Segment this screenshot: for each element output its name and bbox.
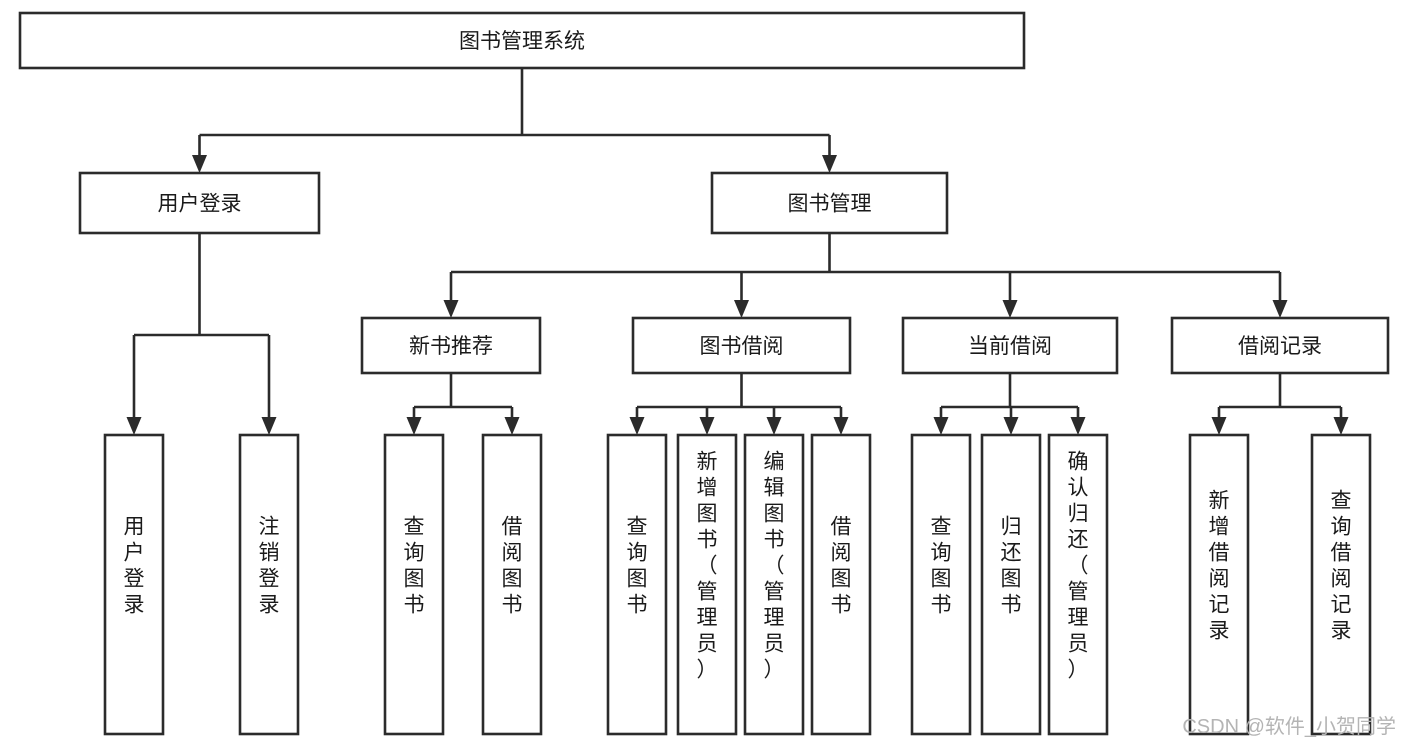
node-leaf-add-book[interactable]: 新增图书（管理员）: [676, 433, 738, 736]
arrow-head-icon: [126, 417, 142, 435]
arrow-head-icon: [822, 155, 837, 173]
node-label: 查询借阅记录: [1331, 490, 1352, 643]
watermark: CSDN @软件_小贺同学: [1182, 715, 1396, 738]
node-label: 用户登录: [158, 193, 242, 216]
connector-group: [443, 233, 1288, 318]
node-label: 归还图书: [1001, 516, 1022, 617]
node-box[interactable]: [980, 433, 1042, 736]
arrow-head-icon: [261, 417, 277, 435]
node-leaf-confirm-return[interactable]: 确认归还（管理员）: [1047, 433, 1109, 736]
node-label: 注销登录: [259, 516, 280, 617]
connector-group: [933, 373, 1086, 435]
node-box[interactable]: [1047, 433, 1109, 736]
nodes-layer: 图书管理系统用户登录图书管理新书推荐图书借阅当前借阅借阅记录用户登录注销登录查询…: [18, 11, 1390, 736]
node-leaf-query-book-1[interactable]: 查询图书: [383, 433, 445, 736]
node-book-manage[interactable]: 图书管理: [710, 171, 949, 235]
node-borrow-record[interactable]: 借阅记录: [1170, 316, 1390, 375]
node-leaf-query-book-3[interactable]: 查询图书: [910, 433, 972, 736]
connector-group: [406, 373, 520, 435]
node-leaf-query-record[interactable]: 查询借阅记录: [1310, 433, 1372, 736]
node-root[interactable]: 图书管理系统: [18, 11, 1026, 70]
node-leaf-borrow-book-2[interactable]: 借阅图书: [810, 433, 872, 736]
node-box[interactable]: [631, 316, 852, 375]
node-box[interactable]: [606, 433, 668, 736]
node-label: 查询图书: [627, 516, 648, 617]
node-label: 图书管理: [788, 193, 872, 216]
node-leaf-query-book-2[interactable]: 查询图书: [606, 433, 668, 736]
node-box[interactable]: [1188, 433, 1250, 736]
node-new-book-recommend[interactable]: 新书推荐: [360, 316, 542, 375]
node-box[interactable]: [383, 433, 445, 736]
arrow-head-icon: [1002, 300, 1018, 318]
arrow-head-icon: [734, 300, 749, 318]
arrow-head-icon: [443, 300, 459, 318]
arrow-head-icon: [933, 417, 949, 435]
node-label: 借阅图书: [502, 516, 523, 617]
node-box[interactable]: [910, 433, 972, 736]
arrow-head-icon: [1003, 417, 1019, 435]
connectors-layer: [126, 68, 1349, 435]
node-user-login[interactable]: 用户登录: [78, 171, 321, 235]
node-box[interactable]: [1310, 433, 1372, 736]
node-box[interactable]: [481, 433, 543, 736]
node-leaf-borrow-book-1[interactable]: 借阅图书: [481, 433, 543, 736]
arrow-head-icon: [833, 417, 849, 435]
node-box[interactable]: [360, 316, 542, 375]
node-box[interactable]: [810, 433, 872, 736]
connector-group: [629, 373, 849, 435]
arrow-head-icon: [1211, 417, 1227, 435]
connector-group: [126, 233, 277, 435]
arrow-head-icon: [192, 155, 207, 173]
node-current-borrow[interactable]: 当前借阅: [901, 316, 1119, 375]
node-label: 查询图书: [931, 516, 952, 617]
node-box[interactable]: [78, 171, 321, 235]
node-box[interactable]: [238, 433, 300, 736]
node-label: 确认归还（管理员）: [1068, 451, 1089, 682]
node-label: 图书借阅: [700, 335, 784, 358]
node-label: 图书管理系统: [459, 30, 585, 53]
node-box[interactable]: [103, 433, 165, 736]
node-box[interactable]: [710, 171, 949, 235]
node-label: 新增借阅记录: [1209, 490, 1230, 643]
arrow-head-icon: [406, 417, 422, 435]
node-leaf-edit-book[interactable]: 编辑图书（管理员）: [743, 433, 805, 736]
node-label: 新增图书（管理员）: [697, 451, 718, 682]
node-box[interactable]: [743, 433, 805, 736]
node-book-borrow[interactable]: 图书借阅: [631, 316, 852, 375]
node-label: 当前借阅: [968, 335, 1052, 358]
node-box[interactable]: [1170, 316, 1390, 375]
node-box[interactable]: [18, 11, 1026, 70]
node-leaf-logout[interactable]: 注销登录: [238, 433, 300, 736]
arrow-head-icon: [504, 417, 520, 435]
node-label: 借阅图书: [831, 516, 852, 617]
node-box[interactable]: [676, 433, 738, 736]
node-leaf-add-record[interactable]: 新增借阅记录: [1188, 433, 1250, 736]
node-label: 编辑图书（管理员）: [764, 451, 785, 682]
node-label: 用户登录: [124, 516, 145, 617]
node-leaf-user-login[interactable]: 用户登录: [103, 433, 165, 736]
arrow-head-icon: [1070, 417, 1086, 435]
connector-group: [192, 68, 837, 173]
connector-group: [1211, 373, 1349, 435]
arrow-head-icon: [766, 417, 782, 435]
arrow-head-icon: [629, 417, 645, 435]
node-label: 新书推荐: [409, 335, 493, 358]
arrow-head-icon: [699, 417, 715, 435]
arrow-head-icon: [1272, 300, 1288, 318]
node-label: 查询图书: [404, 516, 425, 617]
arrow-head-icon: [1333, 417, 1349, 435]
node-box[interactable]: [901, 316, 1119, 375]
node-label: 借阅记录: [1238, 335, 1322, 358]
node-leaf-return-book[interactable]: 归还图书: [980, 433, 1042, 736]
